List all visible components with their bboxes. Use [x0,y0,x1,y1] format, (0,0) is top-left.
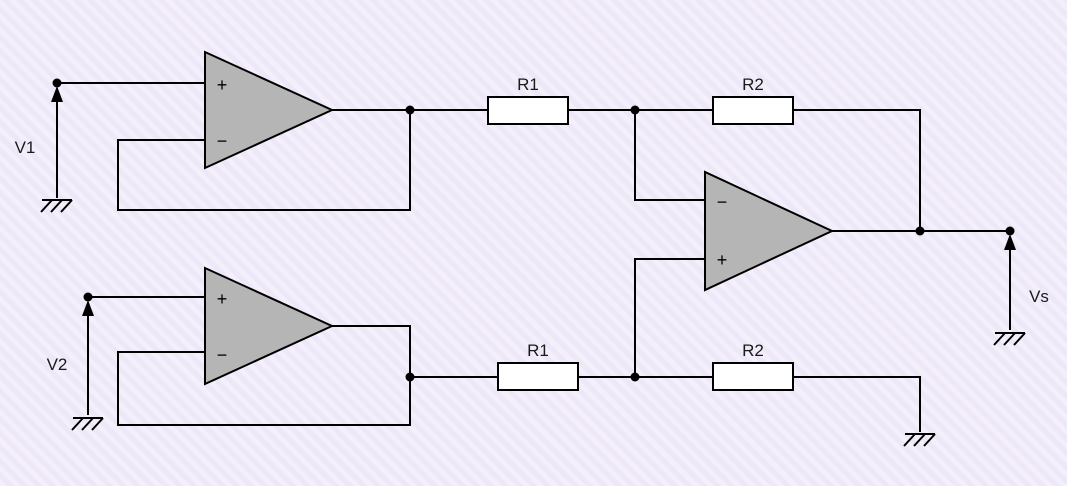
wire-set [56,82,1011,432]
ground-vs-icon [993,332,1026,346]
node-amp2-output [405,372,415,382]
resistor-r1-top-body [487,96,569,125]
opamp-buffer-1: + − [204,50,335,170]
wire-v2-to-amp2 [87,296,205,415]
node-r1top-r2top [630,105,640,115]
source-arrows [51,86,1016,316]
node-amp1-output [405,105,415,115]
opamp-buffer-2: + − [204,266,335,386]
resistor-r2-bottom: R2 [712,341,794,391]
v2-arrow-icon [82,300,94,316]
signal-labels: V1 V2 Vs [15,138,1049,374]
ground-v1-icon [40,199,73,213]
wire-amp2-output-to-r1 [332,325,713,378]
resistor-r1-bottom-label: R1 [527,341,549,360]
resistor-r1-bottom: R1 [497,341,579,391]
resistor-r2-top-body [712,96,794,125]
wire-node-to-diffamp-minus [634,110,705,201]
node-vs-output [1005,226,1015,236]
junction-dots [52,78,1015,382]
ground-symbols [40,199,1026,447]
wire-r2top-to-output-node [793,109,921,231]
wire-amp2-feedback [117,351,411,426]
ground-r2bottom-icon [903,433,936,447]
opamp-2-minus-sign: − [217,345,228,365]
label-vs: Vs [1029,287,1049,306]
wire-node-to-diffamp-plus [634,258,705,377]
opamp-1-triangle [204,50,335,170]
resistor-r1-bottom-body [497,362,579,391]
node-v1 [52,78,62,88]
wire-diffamp-output [832,230,1011,330]
opamp-2-triangle [204,266,335,386]
ground-v2-icon [71,417,104,431]
wire-v1-to-amp1 [56,82,205,198]
opamp-1-minus-sign: − [217,131,228,151]
v1-arrow-icon [51,86,63,102]
resistor-r2-bottom-label: R2 [742,341,764,360]
wire-r2bottom-to-ground [793,376,921,432]
opamp-3-plus-sign: + [717,250,728,270]
resistor-r1-top: R1 [487,75,569,125]
resistor-r2-top-label: R2 [742,75,764,94]
node-v2 [83,292,93,302]
opamp-difference: − + [704,170,835,292]
resistor-r2-top: R2 [712,75,794,125]
label-v1: V1 [15,138,36,157]
wire-amp1-feedback [117,110,411,211]
opamp-1-plus-sign: + [217,75,228,95]
node-r1bottom-r2bottom [630,372,640,382]
vs-arrow-icon [1004,234,1016,250]
opamp-3-minus-sign: − [717,192,728,212]
resistor-r1-top-label: R1 [517,75,539,94]
node-diffamp-feedback [915,226,925,236]
opamp-2-plus-sign: + [217,289,228,309]
opamp-3-triangle [704,170,835,292]
resistor-r2-bottom-body [712,362,794,391]
label-v2: V2 [47,355,68,374]
